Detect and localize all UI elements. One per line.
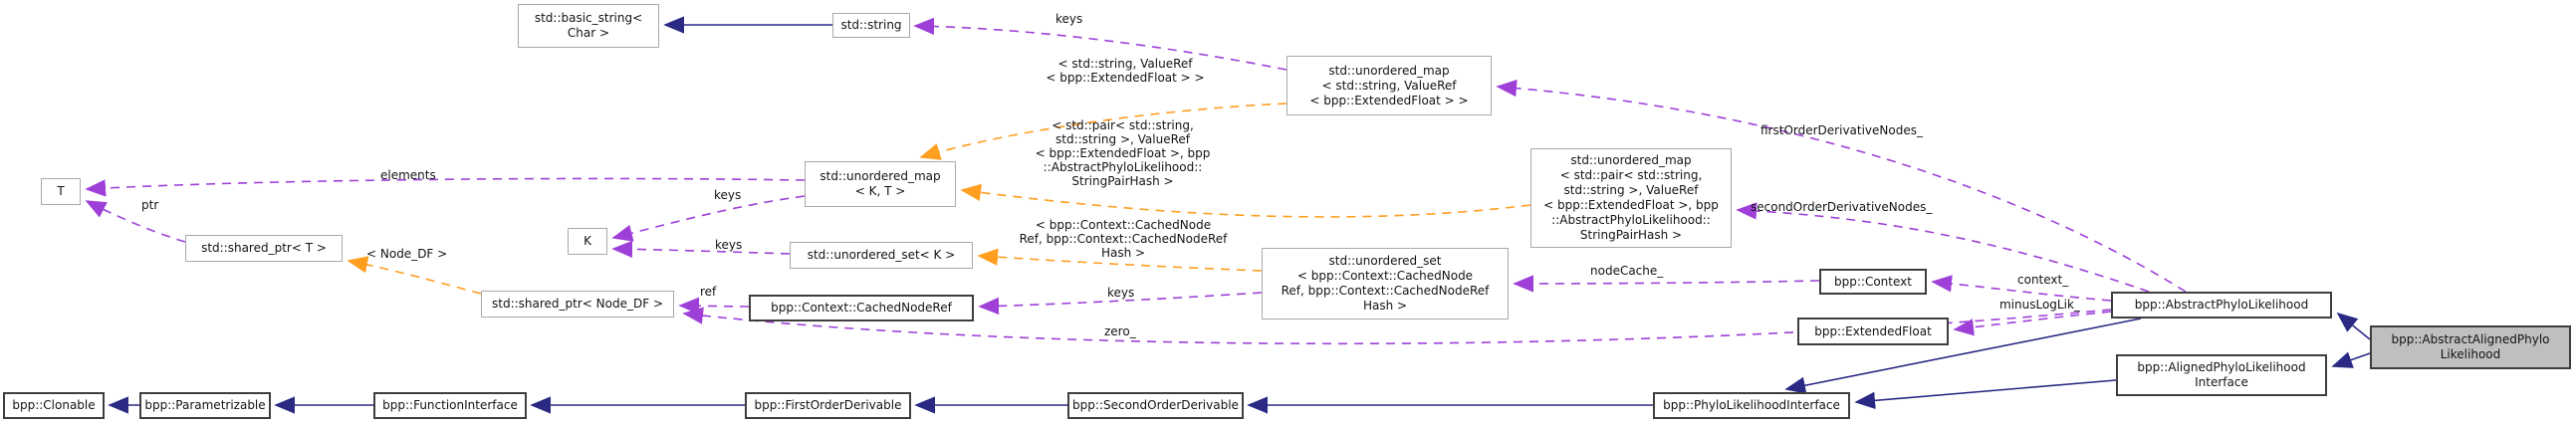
edge-usage-keys-cachednoderef bbox=[978, 292, 1263, 316]
node-unordered-map-stringpair[interactable]: std::unordered_map < std::pair< std::str… bbox=[1530, 148, 1732, 248]
edge-label-keys-set-k: keys bbox=[715, 238, 743, 252]
node-unordered-set-k[interactable]: std::unordered_set< K > bbox=[790, 242, 973, 269]
node-context[interactable]: bpp::Context bbox=[1819, 269, 1927, 295]
edge-label-first-order-derivative-nodes: firstOrderDerivativeNodes_ bbox=[1760, 123, 1923, 137]
edge-usage-elements-t bbox=[85, 177, 806, 197]
node-phylo-likelihood-interface[interactable]: bpp::PhyloLikelihoodInterface bbox=[1653, 392, 1850, 419]
edge-label-keys-top: keys bbox=[1055, 12, 1083, 26]
edge-label-second-order-derivative-nodes: secondOrderDerivativeNodes_ bbox=[1751, 200, 1933, 214]
edge-inherit-alignedinterface-phylointerface bbox=[1854, 379, 2117, 410]
edge-label-ref: ref bbox=[700, 285, 717, 299]
edge-label-keys-uset-cnr: keys bbox=[1107, 286, 1135, 300]
edge-label-template-stringpair: < std::pair< std::string, std::string >,… bbox=[1035, 118, 1211, 188]
edge-usage-zero-sharedptrnode bbox=[682, 307, 2112, 345]
edge-label-minus-log-lik: minusLogLik_ bbox=[1999, 298, 2080, 312]
edge-template-umapstring-umapkt bbox=[919, 103, 1288, 160]
edge-usage-keys-k-from-map bbox=[611, 195, 806, 242]
edge-inherit-target-abstractphylo bbox=[2336, 312, 2371, 340]
edge-usage-context-member bbox=[1931, 275, 2112, 302]
edge-inherit-target-alignedinterface bbox=[2331, 351, 2371, 368]
edge-usage-firstorderderivativenodes bbox=[1496, 79, 2187, 293]
edge-label-node-df: < Node_DF > bbox=[366, 247, 448, 261]
node-parametrizable[interactable]: bpp::Parametrizable bbox=[139, 392, 271, 419]
node-abstract-phylo-likelihood[interactable]: bpp::AbstractPhyloLikelihood bbox=[2111, 292, 2332, 319]
node-context-cachednoderef[interactable]: bpp::Context::CachedNodeRef bbox=[749, 295, 974, 321]
node-unordered-set-cachednoderef[interactable]: std::unordered_set < bpp::Context::Cache… bbox=[1262, 248, 1509, 319]
node-extended-float[interactable]: bpp::ExtendedFloat bbox=[1797, 318, 1949, 345]
node-clonable[interactable]: bpp::Clonable bbox=[3, 392, 105, 419]
node-abstract-aligned-phylo-likelihood: bpp::AbstractAlignedPhylo Likelihood bbox=[2370, 325, 2571, 369]
edge-usage-keys-k-from-set bbox=[611, 240, 791, 259]
edge-usage-secondorderderivativenodes bbox=[1736, 202, 2150, 293]
node-second-order-derivable[interactable]: bpp::SecondOrderDerivable bbox=[1067, 392, 1244, 419]
node-template-param-k: K bbox=[568, 228, 607, 255]
node-template-param-t: T bbox=[41, 178, 81, 205]
edge-label-template-cachednoderef: < bpp::Context::CachedNode Ref, bpp::Con… bbox=[1019, 218, 1228, 260]
edge-label-nodecache: nodeCache_ bbox=[1590, 264, 1664, 278]
edge-template-usetcnr-usetk bbox=[977, 248, 1263, 272]
edge-label-context-member: context_ bbox=[2017, 273, 2069, 287]
node-std-string[interactable]: std::string bbox=[832, 13, 910, 38]
edge-template-umappair-umapkt bbox=[960, 183, 1531, 218]
node-shared-ptr-node-df[interactable]: std::shared_ptr< Node_DF > bbox=[481, 291, 674, 318]
edge-template-sharedptrnode-sharedptrt bbox=[347, 256, 482, 295]
edge-label-zero: zero_ bbox=[1104, 324, 1136, 338]
edge-usage-minusloglik-extendedfloat bbox=[1953, 311, 2112, 336]
node-std-basic-string[interactable]: std::basic_string< Char > bbox=[518, 4, 659, 48]
node-unordered-map-string-valueref[interactable]: std::unordered_map < std::string, ValueR… bbox=[1287, 56, 1492, 115]
edge-usage-ptr-t bbox=[85, 200, 186, 243]
edge-label-template-string-valueref: < std::string, ValueRef < bpp::ExtendedF… bbox=[1046, 57, 1205, 85]
node-shared-ptr-t[interactable]: std::shared_ptr< T > bbox=[185, 235, 343, 262]
edge-label-keys-map-k: keys bbox=[714, 188, 742, 202]
edge-label-ptr: ptr bbox=[141, 198, 159, 212]
edge-usage-ref-sharedptrnode bbox=[678, 297, 750, 315]
edge-inherit-abstractphylo-phylointerface bbox=[1784, 318, 2142, 394]
node-function-interface[interactable]: bpp::FunctionInterface bbox=[373, 392, 527, 419]
node-unordered-map-k-t[interactable]: std::unordered_map < K, T > bbox=[805, 161, 956, 207]
edge-usage-nodecache-uset bbox=[1513, 275, 1820, 293]
edge-label-elements: elements bbox=[380, 168, 436, 182]
node-aligned-phylo-likelihood-interface[interactable]: bpp::AlignedPhyloLikelihood Interface bbox=[2116, 354, 2327, 396]
node-first-order-derivable[interactable]: bpp::FirstOrderDerivable bbox=[745, 392, 911, 419]
